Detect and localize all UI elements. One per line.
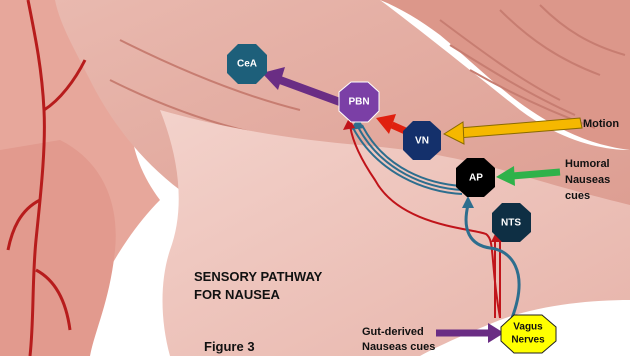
pbn-node: PBN (339, 82, 379, 122)
vagus-node: Vagus Nerves (501, 315, 556, 353)
ap-label: AP (469, 173, 483, 184)
cea-node: CeA (227, 44, 267, 84)
motion-label: Motion (583, 118, 619, 130)
gut-label-line2: Nauseas cues (362, 341, 435, 353)
vn-node: VN (403, 121, 441, 160)
humoral-label-line1: Humoral (565, 158, 610, 170)
diagram-title-line1: SENSORY PATHWAY (194, 269, 323, 284)
ap-node: AP (456, 158, 495, 197)
vagus-label-line2: Nerves (511, 335, 545, 346)
humoral-label-line3: cues (565, 190, 590, 202)
cea-label: CeA (237, 59, 257, 70)
gut-label-line1: Gut-derived (362, 326, 424, 338)
nts-label: NTS (501, 218, 521, 229)
vn-label: VN (415, 136, 429, 147)
vagus-label-line1: Vagus (513, 322, 543, 333)
humoral-label-line2: Nauseas (565, 174, 610, 186)
diagram-title-line2: FOR NAUSEA (194, 287, 281, 302)
figure-label: Figure 3 (204, 339, 255, 354)
pbn-label: PBN (348, 97, 369, 108)
nts-node: NTS (492, 203, 531, 242)
